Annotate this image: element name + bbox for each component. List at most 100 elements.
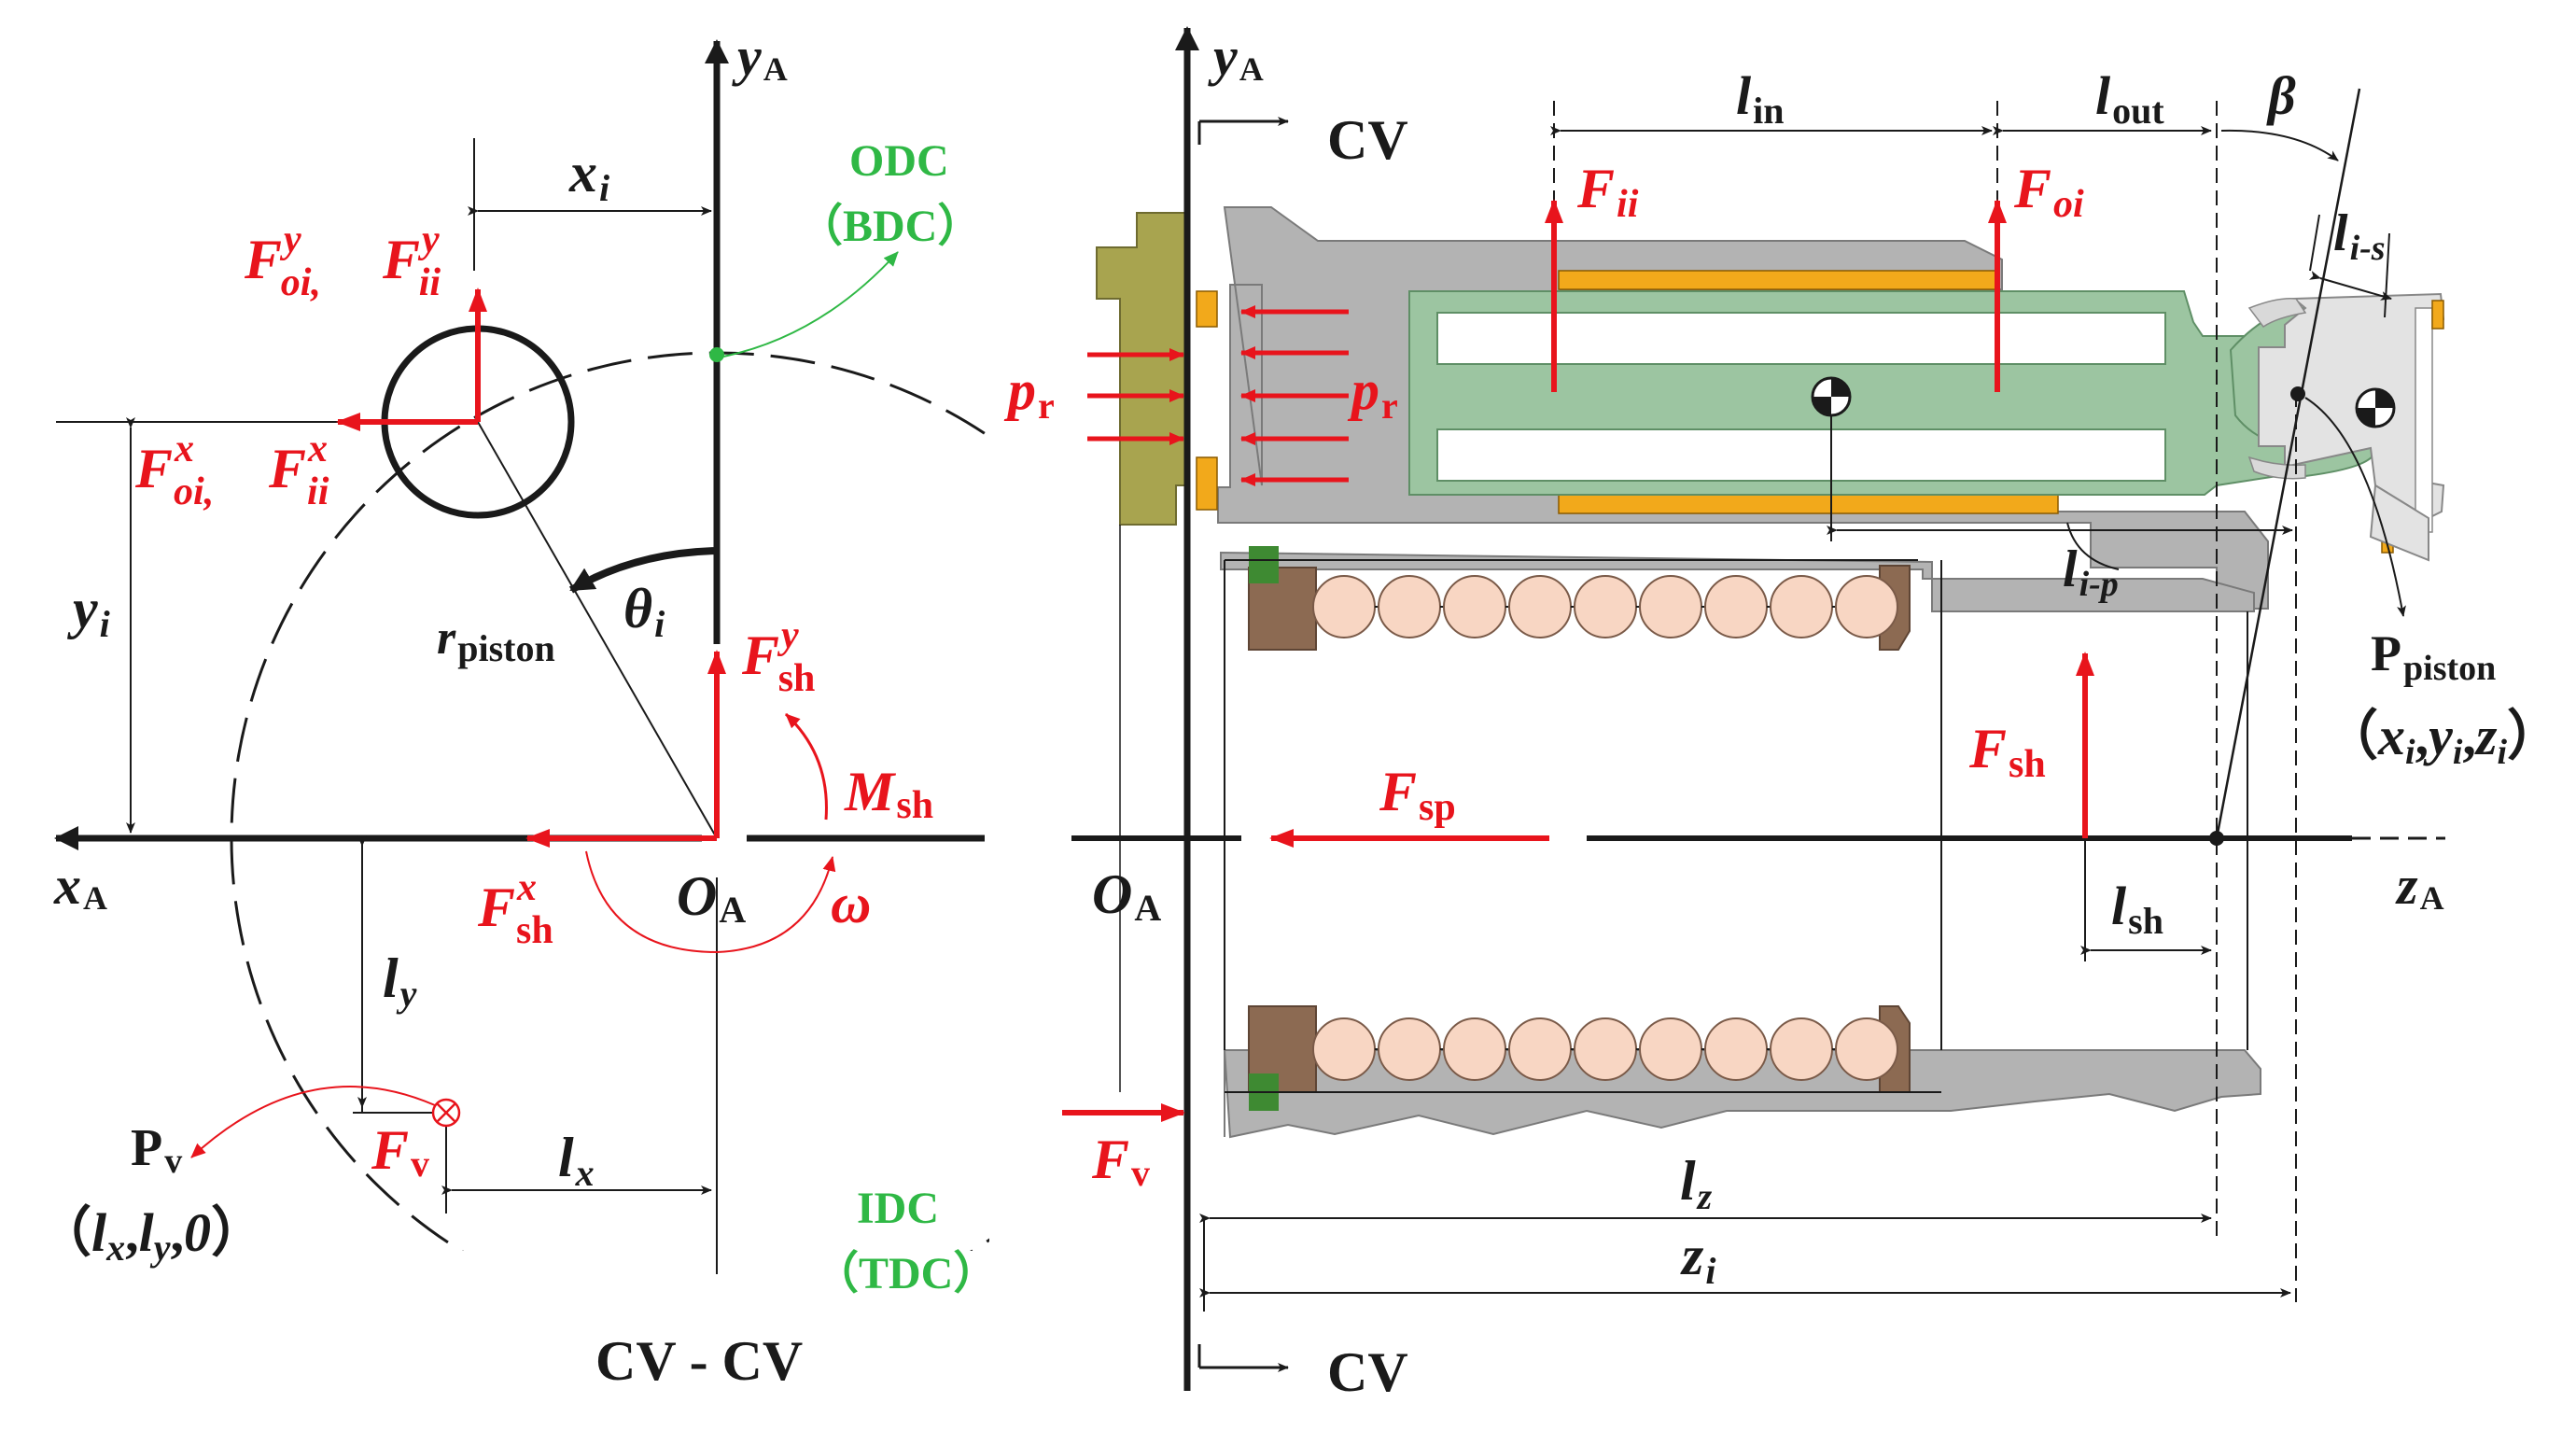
f-sh-y-label: F: [741, 624, 779, 686]
pp-z: z: [2474, 706, 2498, 766]
spring-ball: [1639, 575, 1702, 638]
svg-text:yA: yA: [1208, 26, 1264, 88]
spring-ball: [1770, 1017, 1833, 1081]
svg-text:β: β: [2266, 65, 2296, 126]
svg-text:Msh: Msh: [844, 761, 933, 827]
lx-sub: x: [575, 1152, 595, 1194]
l-ip-label: l: [2063, 540, 2078, 598]
f-ii-y-sub: ii: [419, 261, 441, 304]
l-out-label: l: [2095, 65, 2111, 126]
pv-open-paren: （: [37, 1202, 91, 1263]
svg-text:lz: lz: [1680, 1150, 1713, 1217]
spring-ball: [1835, 1017, 1898, 1081]
svg-text:OA: OA: [1092, 863, 1161, 929]
l-out-sub: out: [2112, 90, 2164, 132]
pv-label: P: [131, 1119, 162, 1177]
right-origin-label: O: [1092, 863, 1132, 925]
pv-comma1: ,: [125, 1202, 139, 1263]
pp-x: x: [2377, 706, 2405, 766]
pr-right-sub: r: [1381, 385, 1398, 427]
ly-label: l: [383, 947, 399, 1009]
m-sh-sub: sh: [896, 784, 933, 827]
pv-lx: l: [91, 1202, 107, 1263]
lz-sub: z: [1696, 1175, 1713, 1217]
section-label: CV - CV: [595, 1330, 803, 1392]
svg-text:CV - CV: CV - CV: [595, 1330, 803, 1392]
spring-ball: [1574, 1017, 1637, 1081]
pr-left-label: p: [1003, 359, 1036, 421]
l-ip-sub: i-p: [2079, 565, 2119, 604]
pv-sub: v: [164, 1142, 182, 1181]
zi-sub: i: [1705, 1250, 1715, 1292]
right-axial-view: [1062, 26, 2445, 1391]
pv-lx-sub: x: [105, 1227, 125, 1269]
spring-ball: [1508, 1017, 1572, 1081]
left-x-axis-sub: A: [83, 879, 107, 917]
pp-y-sub: i: [2453, 733, 2463, 772]
f-oi-x-sup: x: [174, 428, 194, 470]
pp-comma1: ,: [2415, 706, 2429, 766]
spring-ball: [1312, 1017, 1376, 1081]
spring-ball: [1508, 575, 1572, 638]
tdc-label: （TDC）: [814, 1249, 998, 1298]
slipper-pad-upper: [2431, 300, 2444, 330]
f-ii-x-label: F: [268, 438, 306, 499]
f-sh-y-sub: sh: [778, 657, 816, 700]
right-labels: yA CV CV lin lout β li-s Fii Foi pr pr l…: [1003, 26, 2561, 1403]
f-ii-sub: ii: [1617, 183, 1639, 226]
svg-text:OA: OA: [677, 865, 746, 931]
f-sh-sub: sh: [2009, 743, 2046, 786]
spring-ball: [1443, 1017, 1506, 1081]
f-ii-y-label: F: [382, 229, 420, 290]
svg-text:（BDC）: （BDC）: [798, 202, 982, 251]
svg-text:li-s: li-s: [2333, 204, 2386, 268]
cylinder-block-middle: [1220, 551, 2255, 612]
f-oi-x-label: F: [134, 438, 173, 499]
spring-ball: [1835, 575, 1898, 638]
pp-comma2: ,: [2462, 706, 2476, 766]
left-x-axis-label: x: [53, 855, 81, 916]
l-sh-sub: sh: [2128, 900, 2163, 942]
theta-sub: i: [654, 603, 665, 645]
xi-sub: i: [599, 167, 609, 209]
spring-balls-upper: [1312, 575, 1898, 638]
svg-text:ω: ω: [831, 873, 871, 934]
p-piston-leader: [2304, 397, 2406, 617]
right-y-axis-label: y: [1208, 26, 1238, 87]
left-origin-sub: A: [719, 889, 746, 931]
spring-ball: [1704, 1017, 1768, 1081]
f-oi-y-sub: oi,: [281, 261, 321, 304]
spring-ball: [1443, 575, 1506, 638]
svg-text:ODC: ODC: [849, 136, 949, 186]
svg-text:Ppiston: Ppiston: [2371, 625, 2496, 688]
m-sh-label: M: [844, 761, 897, 822]
svg-text:lx: lx: [558, 1127, 595, 1194]
svg-text:xA: xA: [53, 855, 107, 917]
r-piston-label: r: [437, 611, 456, 665]
f-sh-x-label: F: [477, 877, 515, 938]
theta-label: θ: [623, 578, 652, 639]
odc-point: [709, 347, 724, 362]
l-is-dimension: [2309, 271, 2392, 301]
svg-text:li-p: li-p: [2063, 540, 2119, 604]
f-sh-label: F: [1968, 718, 2007, 779]
f-ii-x-sup: x: [307, 428, 328, 470]
right-y-axis-sub: A: [1239, 50, 1264, 88]
svg-text:zi: zi: [1680, 1225, 1715, 1292]
odc-label: ODC: [849, 136, 949, 186]
valve-plate: [1096, 212, 1188, 526]
pv-zero: 0: [184, 1202, 211, 1263]
right-z-axis-label: z: [2395, 855, 2418, 916]
pp-open-paren: （: [2324, 706, 2378, 766]
left-y-axis-sub: A: [763, 50, 788, 88]
pressure-arrows-left: [1087, 348, 1184, 445]
r-piston-sub: piston: [457, 627, 555, 669]
left-section-view: [54, 39, 989, 1274]
bore-liner-upper: [1558, 270, 2000, 290]
